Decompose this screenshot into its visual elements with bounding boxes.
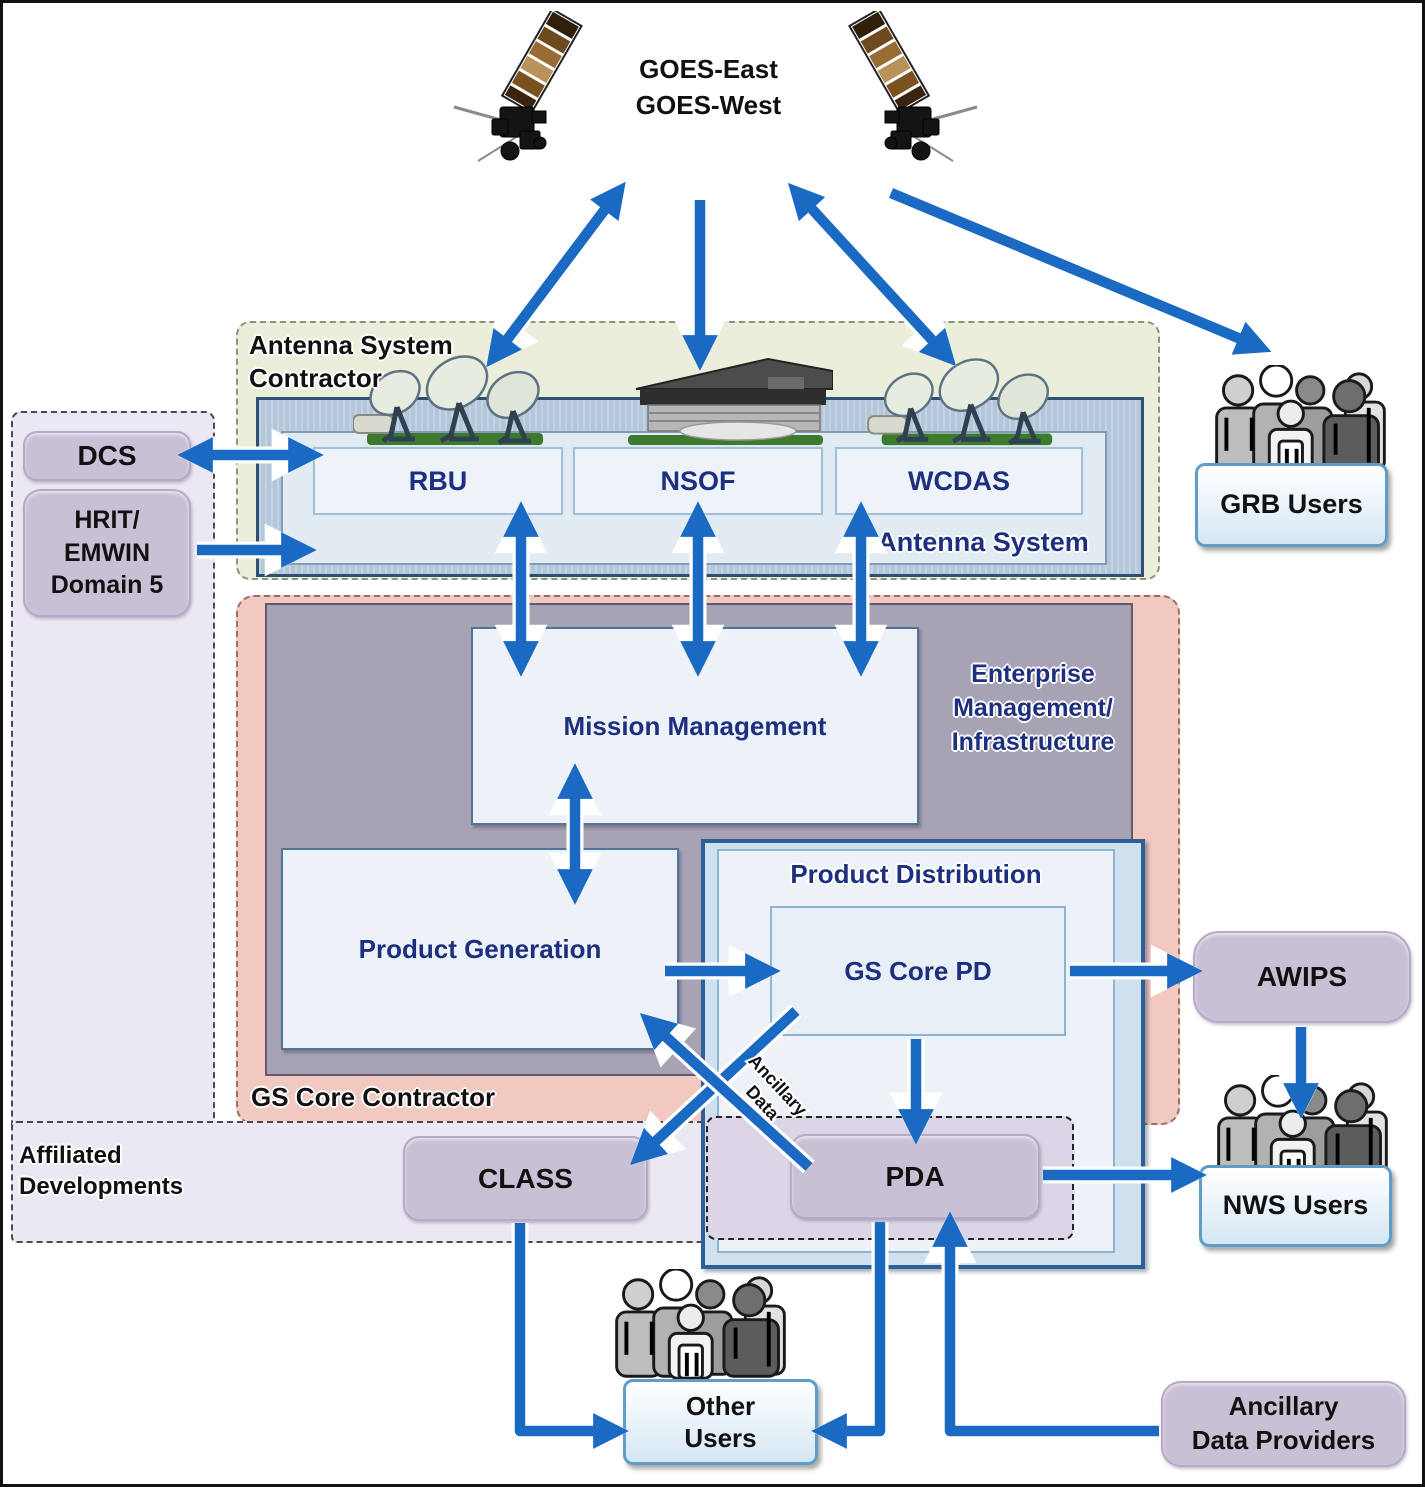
nws-users-label: NWS Users [1222,1190,1369,1221]
affiliated-developments-label: Affiliated Developments [19,1141,183,1202]
antenna-system-label: Antenna System [877,527,1089,557]
affiliated-line2: Developments [19,1172,184,1200]
other-users-line2: Users [684,1423,757,1453]
other-users-box: Other Users [623,1379,818,1465]
hrit-emwin-node: HRIT/ EMWIN Domain 5 [23,489,191,617]
class-node: CLASS [403,1136,648,1221]
gs-core-pd-box: GS Core PD [770,906,1066,1036]
enterprise-management-label: Enterprise Management/ Infrastructure [933,658,1133,759]
nws-users-box: NWS Users [1199,1165,1392,1247]
antenna-contractor-line2: Contractor [249,363,382,394]
hrit-line3: Domain 5 [50,571,164,600]
product-generation-label: Product Generation [358,933,602,964]
other-users-icon [603,1269,798,1386]
goes-west-label: GOES-West [635,90,782,121]
antenna-contractor-line1: Antenna System [249,330,453,360]
em-line2: Management/ [953,693,1113,722]
nsof-building-icon [618,355,833,450]
em-line1: Enterprise [971,660,1095,688]
product-distribution-label: Product Distribution [790,859,1042,889]
gs-core-contractor-label: GS Core Contractor [251,1082,496,1112]
hrit-line2: EMWIN [63,538,151,567]
pda-label: PDA [885,1160,945,1192]
wcdas-dishes-icon [865,358,1065,450]
awips-node: AWIPS [1193,931,1411,1023]
dcs-label: DCS [77,440,137,471]
mission-management-label: Mission Management [563,710,827,741]
em-line3: Infrastructure [951,727,1115,756]
awips-label: AWIPS [1256,961,1348,992]
nsof-label: NSOF [660,465,736,496]
facility-wcdas: WCDAS [835,447,1083,515]
facility-nsof: NSOF [573,447,823,515]
rbu-label: RBU [408,465,468,496]
dcs-node: DCS [23,431,191,481]
grb-users-label: GRB Users [1220,489,1363,520]
pda-node: PDA [790,1134,1040,1219]
product-generation-box: Product Generation [281,848,679,1050]
goes-east-label: GOES-East [639,54,778,84]
affiliated-line1: Affiliated [19,1142,122,1169]
adp-line2: Data Providers [1191,1425,1376,1455]
wcdas-label: WCDAS [908,465,1010,496]
gs-core-pd-label: GS Core PD [844,955,992,986]
goes-label: GOES-East GOES-West [601,51,816,124]
adp-line1: Ancillary [1228,1391,1339,1422]
other-users-line1: Other [685,1390,756,1421]
grb-users-box: GRB Users [1195,463,1388,547]
facility-rbu: RBU [313,447,563,515]
ancillary-data-providers-node: Ancillary Data Providers [1161,1381,1406,1467]
hrit-line1: HRIT/ [74,506,140,535]
mission-management-box: Mission Management [471,627,919,825]
class-label: CLASS [478,1162,573,1194]
antenna-contractor-label: Antenna System Contractor [249,329,453,396]
